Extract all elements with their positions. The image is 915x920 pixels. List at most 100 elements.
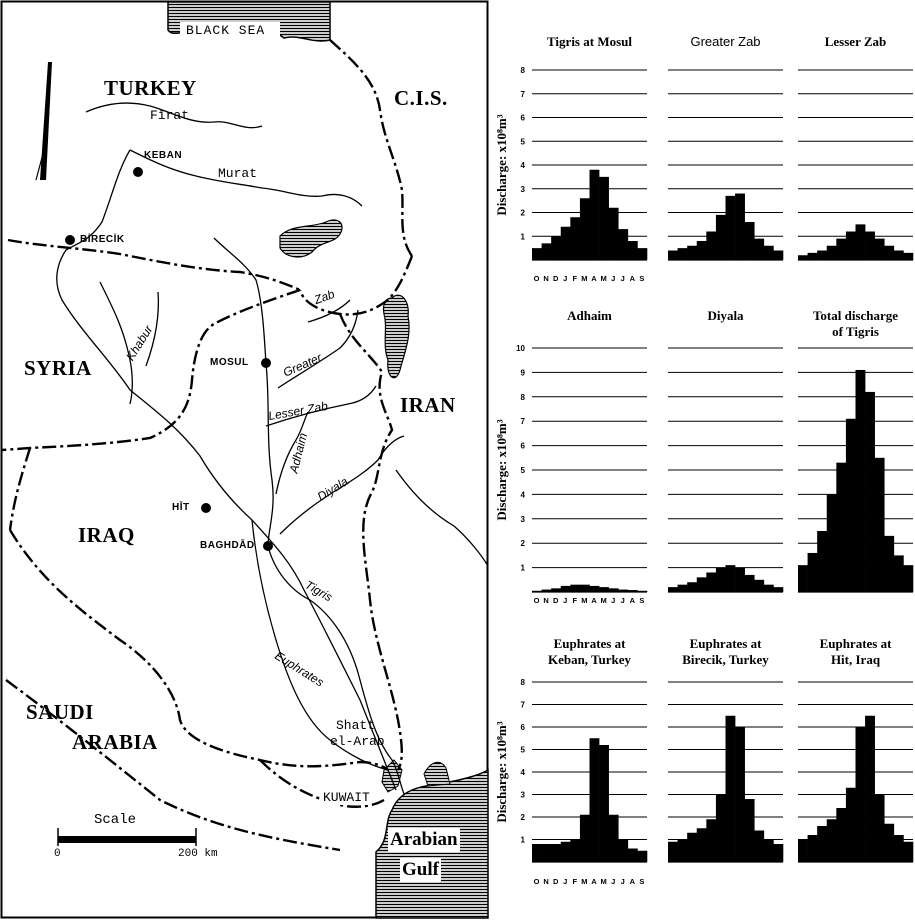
bar: [637, 248, 648, 260]
keban-dot: [133, 167, 143, 177]
month-label: O: [534, 877, 540, 886]
bar: [570, 217, 581, 260]
bar: [715, 567, 726, 592]
bar: [541, 589, 552, 592]
bar: [773, 587, 784, 592]
bar: [744, 799, 755, 862]
month-label: M: [581, 877, 588, 886]
bar: [618, 589, 629, 592]
month-label: S: [639, 877, 645, 886]
bar: [744, 574, 755, 592]
bar: [735, 727, 745, 862]
bar: [706, 819, 717, 862]
bar: [532, 248, 542, 260]
bar: [855, 727, 866, 862]
tick-label: 6: [521, 723, 526, 732]
saudi-label-line2: ARABIA: [72, 730, 158, 754]
tick-label: 3: [521, 515, 526, 524]
river-firat: [85, 102, 263, 129]
chart-4: Diyala: [668, 308, 784, 593]
tick-label: 10: [516, 344, 525, 353]
bar: [677, 248, 688, 260]
gulf-label-line1: Arabian: [388, 828, 460, 852]
month-label: D: [553, 596, 559, 605]
tick-label: 4: [521, 490, 526, 499]
bar: [696, 241, 707, 260]
scale-start: 0: [54, 848, 61, 860]
kuwait-label: KUWAIT: [322, 790, 371, 805]
bar: [845, 418, 856, 592]
bar: [735, 193, 745, 260]
bar: [798, 255, 808, 260]
black-sea-label-box: [180, 22, 280, 40]
bar: [560, 841, 571, 862]
tick-label: 1: [521, 836, 526, 845]
river-karun: [395, 469, 489, 567]
bar: [865, 391, 875, 592]
border-iraq-iran: [338, 313, 403, 771]
firat-label: Fīrat: [150, 108, 190, 123]
river-diyala: [279, 435, 405, 535]
tick-label: 5: [521, 746, 526, 755]
tick-label: 8: [521, 678, 526, 687]
baghdad-label: BAGHDĀD: [200, 540, 255, 551]
border-turkey-syria: [7, 238, 301, 292]
month-label: M: [600, 877, 607, 886]
tick-label: 8: [521, 66, 526, 75]
bar: [855, 224, 866, 260]
border-turkey-cis: [329, 39, 413, 257]
bar: [560, 226, 571, 260]
bar: [541, 243, 552, 260]
bar: [754, 579, 765, 592]
bar: [541, 844, 552, 862]
tick-label: 7: [521, 701, 526, 710]
border-syria-iraq: [1, 288, 301, 452]
tick-label: 4: [521, 768, 526, 777]
bar: [589, 169, 600, 260]
bar: [826, 494, 837, 592]
river-euphrates-lower: [251, 519, 389, 771]
tick-label: 3: [521, 185, 526, 194]
month-label: S: [639, 596, 645, 605]
bar: [725, 565, 736, 592]
map-frame: [0, 0, 489, 919]
bar: [855, 369, 866, 592]
murat-label: Murat: [218, 166, 258, 181]
shatt-label-line1: Shatt: [336, 718, 376, 733]
mosul-dot: [261, 358, 271, 368]
cis-label: C.I.S.: [394, 86, 448, 110]
saudi-label-line1: SAUDI: [26, 700, 94, 724]
chart-title-line1: Total discharge: [813, 308, 898, 323]
tick-label: 4: [521, 161, 526, 170]
y-axis-label: Discharge: x10⁸m³: [494, 721, 509, 822]
river-upper-euphrates: [56, 149, 397, 791]
tick-label: 2: [521, 539, 526, 548]
bar: [826, 819, 837, 862]
bar: [668, 587, 678, 592]
scale-end: 200 km: [178, 848, 218, 860]
border-jordan: [8, 447, 32, 531]
bar: [551, 844, 562, 862]
bar: [687, 245, 698, 260]
tick-label: 1: [521, 564, 526, 573]
chart-title-line2: Birecik, Turkey: [682, 652, 769, 667]
bar: [893, 250, 904, 260]
bar: [903, 252, 914, 260]
tick-label: 6: [521, 442, 526, 451]
bar: [599, 587, 609, 592]
month-label: J: [611, 877, 616, 886]
river-khabur-branch: [145, 291, 160, 367]
month-label: M: [600, 596, 607, 605]
bar: [608, 814, 619, 862]
bar: [807, 835, 818, 862]
bar: [677, 839, 688, 862]
month-label: N: [543, 877, 549, 886]
chart-title-line2: Keban, Turkey: [548, 652, 632, 667]
bar: [845, 787, 856, 862]
bar: [618, 839, 629, 862]
bar: [579, 198, 590, 260]
chart-title-line1: Euphrates at: [690, 636, 763, 651]
